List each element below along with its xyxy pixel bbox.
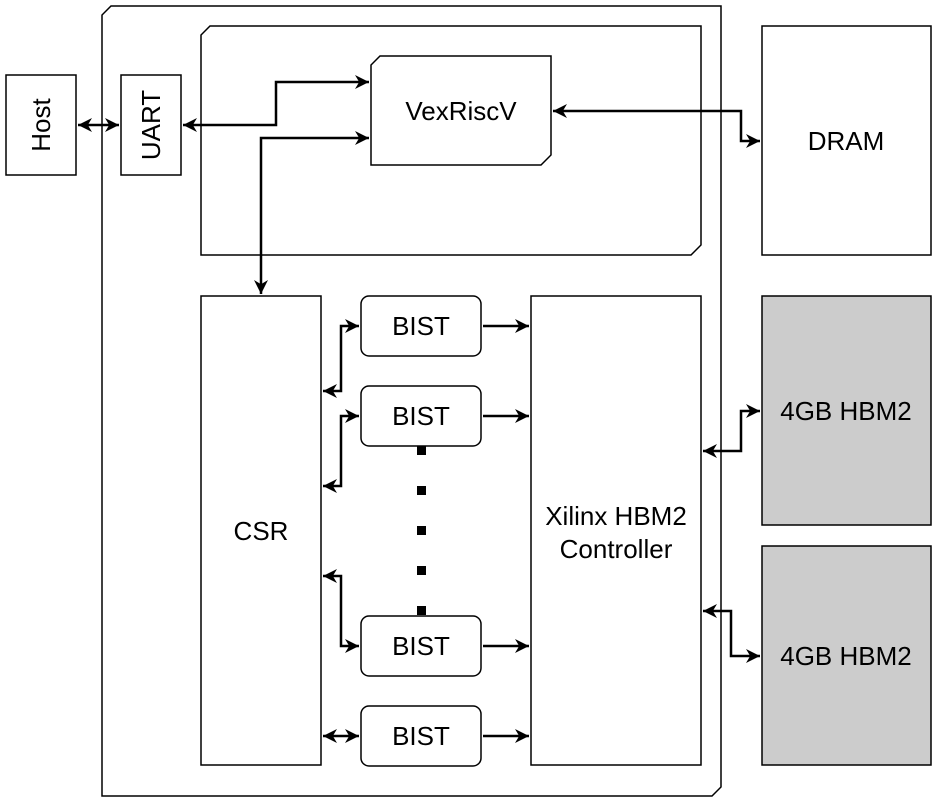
hbm2-stack-label: 4GB HBM2 [780,396,912,426]
bist-block [360,295,482,357]
hbm2-stack-block [761,295,932,526]
controller-label-line1: Xilinx HBM2 [545,501,687,531]
uart-cpu-link [183,75,369,132]
controller-hbm2-link [703,604,760,663]
hbm2-controller-block [530,295,702,766]
hbm2-stack-label: 4GB HBM2 [780,641,912,671]
bist-label: BIST [392,721,450,751]
cpu-dram-link [553,104,760,148]
controller-label-line2: Controller [560,534,673,564]
bist-block [360,615,482,677]
uart-label: UART [136,90,166,160]
hbm2-stack-block [761,545,932,766]
csr-label: CSR [234,516,289,546]
controller-hbm2-link [703,404,760,458]
dram-label: DRAM [808,126,885,156]
dram-block [761,25,932,256]
bist-label: BIST [392,631,450,661]
csr-cpu-link [254,131,369,294]
cpu-block [370,55,552,166]
uart-block [120,74,182,176]
bist-label: BIST [392,311,450,341]
csr-bist-link [323,319,359,398]
host-label: Host [26,97,56,151]
cpu-label: VexRiscV [405,96,517,126]
csr-bist-link [323,569,359,653]
csr-block [200,295,322,766]
bist-ellipsis [417,446,426,615]
host-block [5,74,77,176]
csr-bist-link [323,409,359,493]
bist-label: BIST [392,401,450,431]
bist-block [360,705,482,767]
